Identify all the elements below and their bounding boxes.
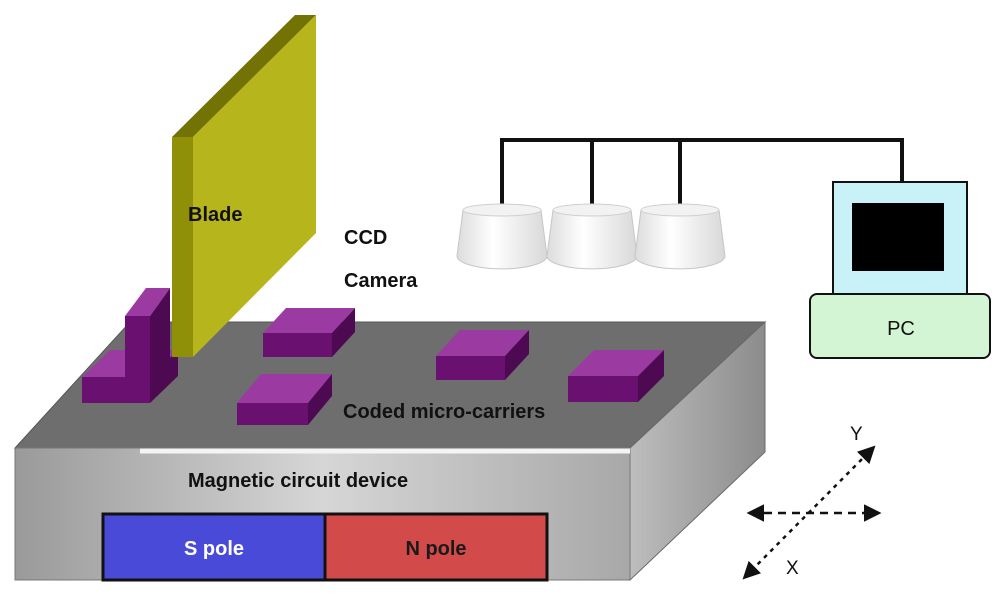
n-pole-label: N pole [405,538,466,560]
carrier-1 [263,308,355,357]
blade-side-edge [193,15,316,357]
axis-y-label: Y [850,424,863,445]
blade-label: Blade [188,204,242,226]
s-pole-label: S pole [184,538,244,560]
pc-monitor-screen [852,203,944,271]
pc-base [809,293,991,359]
pc-label: PC [887,318,915,340]
carrier-4 [568,350,664,402]
carriers-label: Coded micro-carriers [343,401,545,423]
camera-label-line2: Camera [344,270,418,292]
axis-x-label: X [786,558,799,579]
carrier-3 [436,330,529,380]
ccd-camera-2 [546,203,638,270]
ccd-camera-1 [456,203,548,270]
n-pole: N pole [323,512,549,582]
pc: PC [809,181,991,359]
blade-front-face [172,137,193,357]
carrier-2 [237,374,332,425]
s-pole: S pole [101,512,327,582]
blade: Blade [172,15,316,357]
axis-indicator [742,445,882,580]
blade-top-edge [172,15,316,137]
diagonal-axis-arrow [742,445,876,580]
camera-wiring [500,138,904,208]
camera-label-line1: CCD [344,227,387,249]
device-label: Magnetic circuit device [188,470,408,492]
ccd-camera-3 [634,203,726,270]
carrier-stacked [82,288,178,403]
